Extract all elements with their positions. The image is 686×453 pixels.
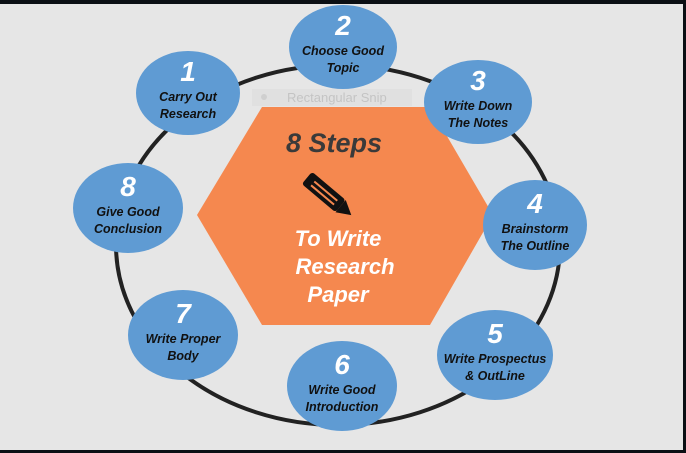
center-subtitle-line-1: To Write [295, 226, 382, 251]
step-label-line-1: Write Prospectus [444, 352, 547, 366]
step-label-line-2: Topic [327, 61, 360, 75]
step-number: 5 [487, 318, 503, 349]
center-title: 8 Steps [286, 128, 382, 158]
step-number: 2 [334, 10, 351, 41]
step-bubble-shape [128, 290, 238, 380]
step-label-line-1: Carry Out [159, 90, 217, 104]
step-bubble-shape [424, 60, 532, 144]
step-label-line-2: The Notes [448, 116, 508, 130]
step-number: 8 [120, 171, 136, 202]
step-label-line-1: Write Down [444, 99, 513, 113]
step-bubble-shape [483, 180, 587, 270]
step-label-line-1: Write Good [308, 383, 375, 397]
step-label-line-2: Research [160, 107, 217, 121]
pencil-icon [302, 172, 352, 216]
step-bubble-shape [73, 163, 183, 253]
snip-overlay: Rectangular Snip [252, 89, 412, 106]
step-label-line-2: Introduction [306, 400, 379, 414]
center-subtitle-line-2: Research [295, 254, 394, 279]
step-bubble-shape [289, 5, 397, 89]
step-number: 7 [175, 298, 192, 329]
step-label-line-1: Write Proper [146, 332, 222, 346]
step-bubble-shape [437, 310, 553, 400]
step-number: 1 [180, 56, 196, 87]
step-label-line-2: Conclusion [94, 222, 162, 236]
step-label-line-1: Choose Good [302, 44, 384, 58]
step-number: 6 [334, 349, 350, 380]
step-bubble-shape [136, 51, 240, 135]
snip-label: Rectangular Snip [287, 90, 387, 105]
center-hexagon [197, 107, 493, 325]
step-label-line-2: & OutLine [465, 369, 525, 383]
step-bubble-shape [287, 341, 397, 431]
step-label-line-2: Body [167, 349, 199, 363]
center-subtitle-line-3: Paper [307, 282, 370, 307]
step-label-line-1: Brainstorm [502, 222, 569, 236]
step-label-line-1: Give Good [96, 205, 160, 219]
step-number: 4 [526, 188, 543, 219]
step-number: 3 [470, 65, 486, 96]
step-label-line-2: The Outline [501, 239, 570, 253]
